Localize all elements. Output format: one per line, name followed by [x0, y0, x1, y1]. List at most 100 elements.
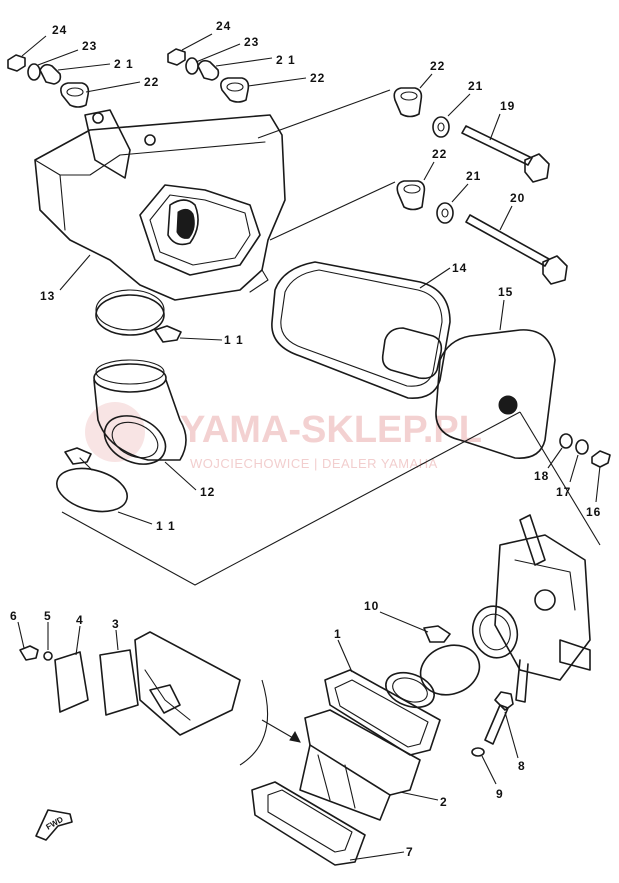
case-snorkel-dark [176, 208, 195, 239]
callout-21-upper: 21 [468, 79, 483, 93]
case-outlet-opening [139, 184, 261, 276]
reed-gasket [251, 781, 366, 866]
case-mount-hole-2 [144, 134, 156, 146]
carb-clamp [419, 625, 481, 696]
grommet-22-middle-ring [226, 82, 244, 92]
leader-11a [179, 337, 223, 341]
carburetor-joint [324, 669, 441, 756]
case-tab [249, 269, 269, 293]
carb-body-detail [514, 559, 576, 611]
joint-top-ring-inner [95, 359, 165, 385]
clamp-upper-screw [154, 325, 182, 343]
leader-21d [451, 183, 469, 203]
callout-22-lower: 22 [432, 147, 447, 161]
callout-21-lower: 21 [466, 169, 481, 183]
washer-23-middle [185, 57, 199, 75]
callout-2: 2 [440, 795, 448, 809]
collar-21-upper [432, 116, 450, 138]
washer-18 [559, 433, 573, 449]
leader-21b [215, 57, 273, 67]
callout-13: 13 [40, 289, 55, 303]
mount-hardware-left [7, 54, 90, 108]
reed-valve-petal-a [317, 754, 331, 801]
screw-6 [19, 645, 39, 661]
filter-element-outline [271, 261, 451, 399]
leader-13 [59, 254, 91, 291]
forward-badge: FWD [35, 809, 73, 841]
leader-22d [423, 161, 435, 181]
case-mount-bracket [84, 109, 131, 179]
collar-21-left [39, 63, 62, 85]
bolt-row-upper [393, 87, 550, 183]
leader-7 [349, 851, 405, 861]
leader-12 [164, 461, 197, 491]
reed-valve-petal-b [344, 764, 356, 809]
callout-15: 15 [498, 285, 513, 299]
grommet-22-upper [393, 87, 423, 118]
leader-1 [337, 639, 353, 673]
reed-stopper-5 [54, 651, 89, 713]
air-filter-element [271, 261, 451, 399]
filter-guide [435, 329, 556, 459]
callout-12: 12 [200, 485, 215, 499]
carb-adjust-screw [534, 589, 556, 611]
collar-21-lower-hole [441, 208, 449, 218]
grommet-22-upper-ring [400, 91, 418, 101]
watermark-title: YAMA-SKLEP.PL [180, 409, 482, 451]
leader-23a [37, 49, 79, 66]
leader-10 [379, 611, 429, 633]
washer-9 [471, 747, 485, 757]
grommet-22-middle [220, 77, 250, 103]
callout-11-upper: 1 1 [224, 333, 244, 347]
bolt-row-lower [396, 180, 568, 285]
leader-16 [595, 465, 601, 503]
callout-22-upper: 22 [430, 59, 445, 73]
callout-23-left: 23 [82, 39, 97, 53]
bolt-19-shank [461, 125, 533, 166]
leader-15 [499, 299, 505, 331]
reed-valve-3-detail [144, 669, 191, 721]
callout-1: 1 [334, 627, 342, 641]
leader-17 [569, 454, 579, 483]
bolt-20-shank [465, 214, 550, 267]
guide-line-joint-carb [61, 411, 521, 586]
carb-inlet-bore [479, 613, 511, 651]
leader-23b [195, 43, 241, 63]
leader-24a [21, 35, 47, 57]
leader-6 [17, 621, 25, 649]
leader-19 [489, 113, 501, 141]
carb-body [494, 534, 591, 681]
watermark: YAMA-SKLEP.PL WOJCIECHOWICE | DEALER YAM… [85, 402, 482, 471]
clamp-upper-band-edge [95, 289, 165, 331]
reed-gasket-outline [251, 781, 366, 866]
reed-valve-plate [304, 709, 421, 796]
callout-5: 5 [44, 609, 52, 623]
leader-11b [117, 511, 153, 525]
collar-21-middle [197, 59, 220, 81]
carburetor [471, 514, 591, 703]
clamp-lower-band [56, 467, 128, 513]
guide-line-upper [257, 89, 391, 139]
reed-valve-cage [299, 744, 391, 821]
clamp-upper [95, 289, 182, 343]
carb-top-cable-fitting [519, 514, 546, 566]
washer-23-left [27, 63, 41, 81]
callout-3: 3 [112, 617, 120, 631]
clamp-upper-band [95, 294, 165, 336]
guide-fasteners [559, 433, 611, 468]
leader-22b [247, 77, 307, 87]
callout-21-left: 2 1 [114, 57, 134, 71]
callout-labels: 24 23 2 1 22 24 23 2 1 22 22 21 19 22 21… [10, 19, 600, 859]
callout-22-middle: 22 [310, 71, 325, 85]
callout-18: 18 [534, 469, 549, 483]
air-cleaner-case-outline [34, 114, 286, 301]
carb-inlet [471, 605, 519, 659]
reed-valve-3-body [134, 631, 241, 736]
case-snorkel [167, 199, 199, 246]
callout-11-lower: 1 1 [156, 519, 176, 533]
leader-24b [181, 33, 213, 51]
carb-joint-flange [324, 669, 441, 756]
callout-17: 17 [556, 485, 571, 499]
